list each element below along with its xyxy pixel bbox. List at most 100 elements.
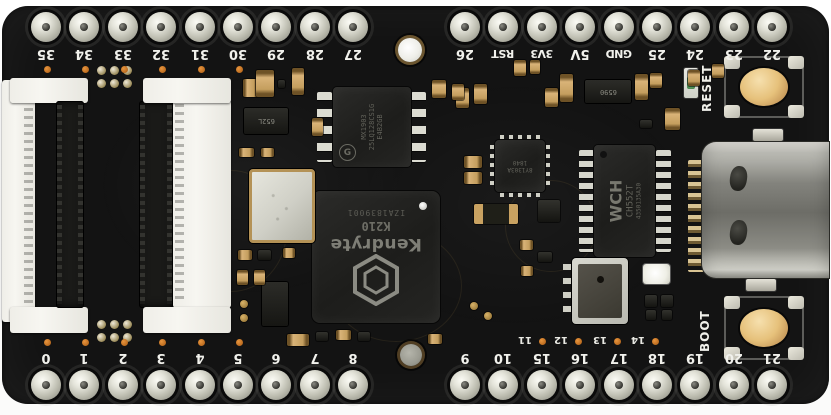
smd-resistor: [316, 332, 328, 341]
header-pin-bottom-1: [69, 370, 99, 400]
smd-capacitor: [432, 80, 446, 98]
flash-leads-left: [317, 92, 332, 162]
mic-core: [578, 264, 622, 318]
header-pin-top-31: [185, 12, 215, 42]
header-pin-top-25: [642, 12, 672, 42]
boot-button-cap: [740, 309, 788, 347]
via-pad: [159, 339, 166, 346]
mounting-hole-top: [398, 38, 422, 62]
ldo-regulator-sot23: 652L: [244, 108, 288, 134]
usb-c-connector: [702, 142, 829, 278]
transistor-sot223: [262, 282, 288, 326]
pin-label-top-29: 29: [266, 46, 286, 61]
pin-label-bottom-0: 0: [41, 350, 51, 365]
pin-label-bottom-15: 15: [532, 350, 552, 365]
smd-capacitor: [312, 118, 323, 136]
pin-label-bottom-16: 16: [570, 350, 590, 365]
pin-label-bottom-9: 9: [460, 350, 470, 365]
header-pin-bottom-17: [604, 370, 634, 400]
fpc-connector-left-body: [2, 80, 35, 322]
fpc-contacts: [24, 84, 33, 318]
k210-brand-text: Kendryte: [330, 234, 422, 254]
smd-resistor: [662, 310, 672, 320]
pin-label-top-24: 24: [685, 46, 705, 61]
header-pin-bottom-16: [565, 370, 595, 400]
smd-resistor: [538, 252, 552, 262]
header-pin-top-23: [719, 12, 749, 42]
smd-capacitor: [560, 74, 573, 102]
pin-label-top-23: 23: [724, 46, 744, 61]
pin-label-bottom-2: 2: [118, 350, 128, 365]
header-pin-top-24: [680, 12, 710, 42]
mounting-hole-bottom: [400, 344, 422, 366]
smd-capacitor: [261, 148, 274, 157]
smd-resistor: [474, 204, 518, 224]
pin-label-top-32: 32: [151, 46, 171, 61]
header-pin-top-GND: [604, 12, 634, 42]
header-pin-bottom-9: [450, 370, 480, 400]
crystal-oscillator: [249, 169, 315, 243]
via-pad: [236, 339, 243, 346]
ch552-usb-mcu-chip: WCH CH552T 4350135A30: [594, 145, 655, 257]
via-pad: [82, 339, 89, 346]
pin-label-top-27: 27: [343, 46, 363, 61]
smd-capacitor: [464, 156, 482, 168]
spi-flash-chip: MX1903 25LQ128CS1G E4B2GB G: [333, 87, 411, 167]
via-pad: [575, 338, 582, 345]
smd-capacitor: [292, 68, 304, 95]
button-frame-corner: [724, 347, 740, 360]
header-pin-top-3V3: [527, 12, 557, 42]
header-pin-bottom-5: [223, 370, 253, 400]
button-frame-corner: [724, 296, 740, 309]
header-pin-top-30: [223, 12, 253, 42]
smd-capacitor: [254, 270, 265, 285]
fpc-contacts: [175, 104, 184, 304]
header-pin-top-26: [450, 12, 480, 42]
smd-capacitor: [514, 60, 526, 76]
flash-leads-right: [411, 92, 426, 162]
pin-label-top-5V: 5V: [570, 46, 590, 61]
pin-label-bottom-19: 19: [685, 350, 705, 365]
pin-label-top-28: 28: [305, 46, 325, 61]
usb-solder-pins: [688, 160, 704, 272]
smd-resistor: [258, 250, 271, 260]
qfn-pads: [500, 193, 540, 197]
via-pad: [82, 66, 89, 73]
smd-resistor: [646, 310, 656, 320]
pin-label-bottom-18: 18: [647, 350, 667, 365]
diode-sot89: 6590: [585, 80, 631, 103]
pin-label-inner-14: 14: [631, 334, 645, 345]
fpc1-top-flange: [10, 78, 88, 103]
gold-test-pad: [484, 312, 492, 320]
usb-anchor-pad-top: [753, 129, 783, 141]
header-pin-top-35: [31, 12, 61, 42]
smd-resistor: [645, 295, 657, 307]
kendryte-hexagon-logo: [353, 254, 399, 306]
smd-capacitor: [545, 88, 558, 107]
smd-capacitor: [256, 70, 274, 97]
smd-capacitor: [237, 270, 248, 285]
fpc1-slot: [56, 101, 84, 308]
gigadevice-logo: G: [339, 144, 356, 161]
pin-label-bottom-8: 8: [348, 350, 358, 365]
fpc1-bottom-flange: [10, 307, 88, 333]
via-pad: [198, 66, 205, 73]
pin-label-top-3V3: 3V3: [530, 47, 554, 60]
button-frame-corner: [788, 105, 804, 118]
fpc-connector-right-body: [173, 100, 231, 308]
gold-test-pad: [470, 302, 478, 310]
pin-label-bottom-10: 10: [493, 350, 513, 365]
header-pin-bottom-6: [261, 370, 291, 400]
pin-label-top-34: 34: [74, 46, 94, 61]
smd-capacitor: [336, 330, 351, 340]
button-frame-corner: [788, 296, 804, 309]
header-pin-bottom-10: [488, 370, 518, 400]
pin-label-inner-11: 11: [518, 334, 532, 345]
pin1-dot: [419, 202, 427, 210]
header-pin-bottom-2: [108, 370, 138, 400]
smd-capacitor: [521, 266, 533, 276]
via-pad: [44, 66, 51, 73]
pin-label-top-GND: GND: [606, 47, 632, 60]
pin-label-top-30: 30: [228, 46, 248, 61]
